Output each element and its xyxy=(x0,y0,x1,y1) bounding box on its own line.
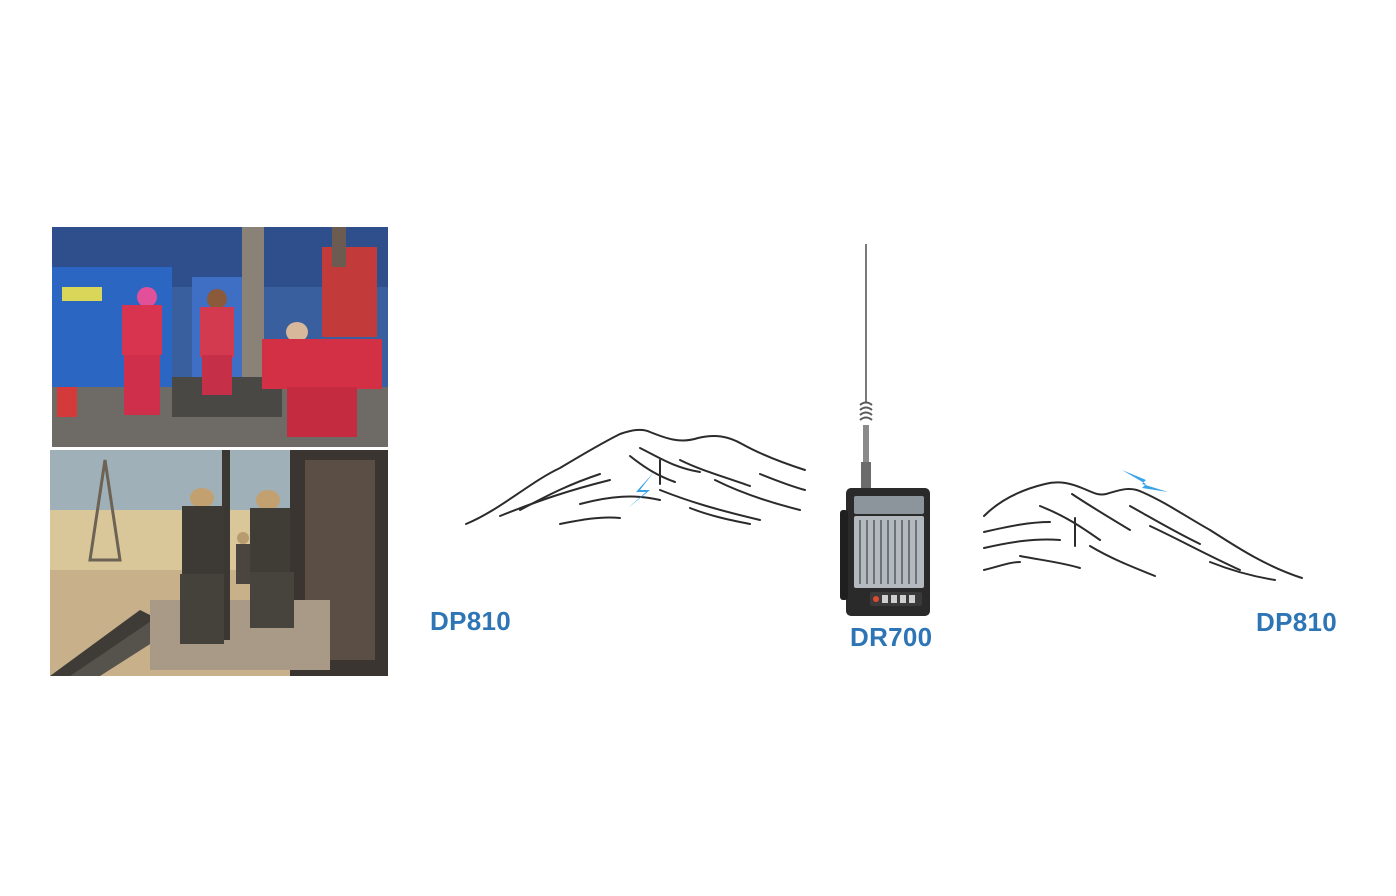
label-repeater: DR700 xyxy=(850,622,933,652)
lightning-signal-icon xyxy=(1122,470,1168,492)
mountain-sketch-right xyxy=(980,466,1310,591)
signal-bolt-left xyxy=(620,470,670,510)
dr700-repeater xyxy=(836,240,936,622)
lightning-signal-icon xyxy=(628,472,654,508)
label-left-radio: DP810 xyxy=(430,606,511,636)
mountain-sketch-left xyxy=(460,420,810,540)
photo-drilling-diorama xyxy=(50,450,388,676)
label-right-radio: DP810 xyxy=(1256,607,1337,637)
signal-bolt-right xyxy=(1120,466,1170,496)
photo-oil-workers-red xyxy=(52,227,388,447)
